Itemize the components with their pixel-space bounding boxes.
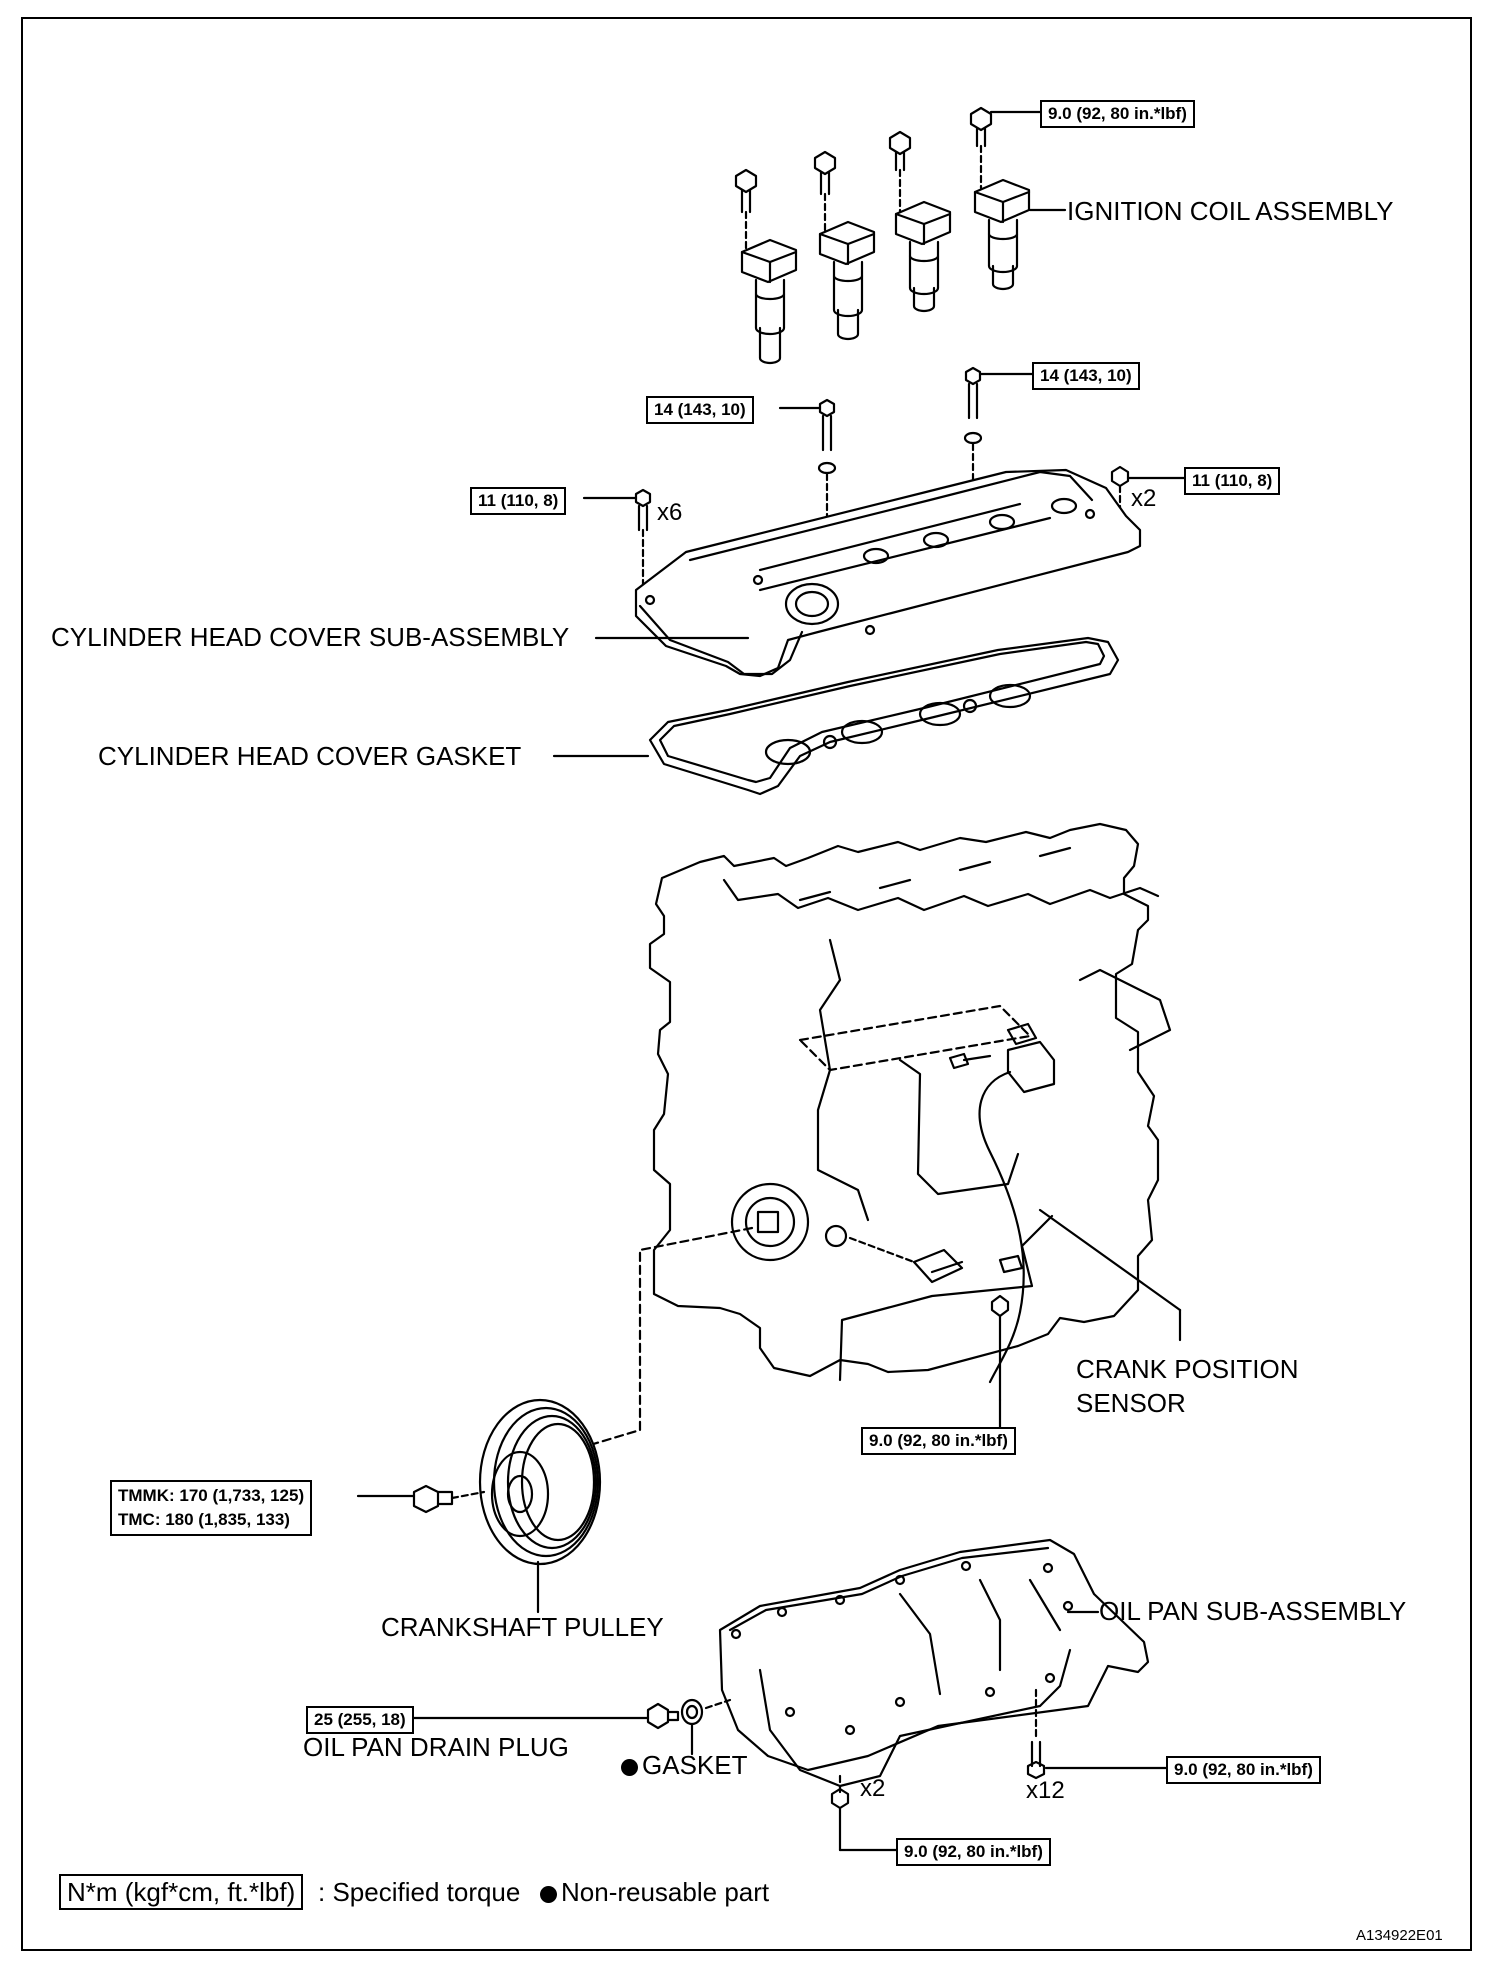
torque-box-cover-nut: 11 (110, 8) <box>1184 467 1281 495</box>
ignition-coil-2 <box>813 150 876 341</box>
diagram-frame <box>21 17 1472 1951</box>
legend-non-reusable-text: Non-reusable part <box>561 1877 770 1907</box>
ignition-coil-4 <box>969 106 1031 291</box>
qty-oil-pan-bolt: x12 <box>1026 1777 1065 1804</box>
figure-id: A134922E01 <box>1356 1927 1443 1944</box>
crank-position-sensor-label-line1: CRANK POSITION <box>1076 1354 1299 1384</box>
torque-pulley-tmmk: TMMK: 170 (1,733, 125) <box>118 1486 305 1505</box>
torque-box-oil-pan-nut: 9.0 (92, 80 in.*lbf) <box>896 1838 1051 1866</box>
legend-specified-torque: : Specified torque <box>318 1877 521 1907</box>
non-reusable-dot-icon <box>540 1885 557 1903</box>
torque-box-cover-stud-right: 14 (143, 10) <box>1032 362 1140 390</box>
gasket-label: GASKET <box>621 1750 747 1780</box>
crankshaft-pulley-label: CRANKSHAFT PULLEY <box>381 1612 664 1642</box>
gasket-label-text: GASKET <box>642 1750 748 1780</box>
oil-pan-label: OIL PAN SUB-ASSEMBLY <box>1099 1596 1407 1626</box>
engine-block-drawing <box>578 822 1182 1450</box>
torque-box-coil-bolt: 9.0 (92, 80 in.*lbf) <box>1040 100 1195 128</box>
torque-box-oil-pan-bolt: 9.0 (92, 80 in.*lbf) <box>1166 1756 1321 1784</box>
torque-pulley-tmc: TMC: 180 (1,835, 133) <box>118 1510 290 1529</box>
qty-oil-pan-nut: x2 <box>860 1775 886 1802</box>
cylinder-head-cover-gasket-drawing <box>552 636 1120 796</box>
torque-box-cover-stud-left: 14 (143, 10) <box>646 396 754 424</box>
cylinder-head-cover-drawing <box>582 366 1186 678</box>
torque-box-sensor-bolt: 9.0 (92, 80 in.*lbf) <box>861 1427 1016 1455</box>
qty-cover-bolt: x6 <box>657 499 683 526</box>
cylinder-head-cover-gasket-label: CYLINDER HEAD COVER GASKET <box>98 741 522 771</box>
crank-position-sensor-label-line2: SENSOR <box>1076 1388 1186 1418</box>
oil-pan-drain-plug-label: OIL PAN DRAIN PLUG <box>303 1732 569 1762</box>
ignition-coil-1 <box>734 168 798 365</box>
ignition-coil-assembly-drawing <box>734 106 1067 365</box>
crankshaft-pulley-drawing <box>356 1398 602 1614</box>
qty-cover-nut: x2 <box>1131 485 1157 512</box>
ignition-coil-assembly-label: IGNITION COIL ASSEMBLY <box>1067 196 1394 226</box>
torque-box-cover-bolt: 11 (110, 8) <box>470 487 567 515</box>
oil-pan-drawing <box>408 1538 1168 1852</box>
non-reusable-dot-icon <box>621 1758 638 1776</box>
legend-units-box: N*m (kgf*cm, ft.*lbf) <box>59 1874 304 1910</box>
torque-box-drain-plug: 25 (255, 18) <box>306 1706 414 1734</box>
cylinder-head-cover-label: CYLINDER HEAD COVER SUB-ASSEMBLY <box>51 622 570 652</box>
torque-box-crankshaft-pulley-bolt: TMMK: 170 (1,733, 125) TMC: 180 (1,835, … <box>110 1480 313 1536</box>
ignition-coil-3 <box>888 130 952 313</box>
legend-non-reusable: Non-reusable part <box>540 1876 769 1908</box>
